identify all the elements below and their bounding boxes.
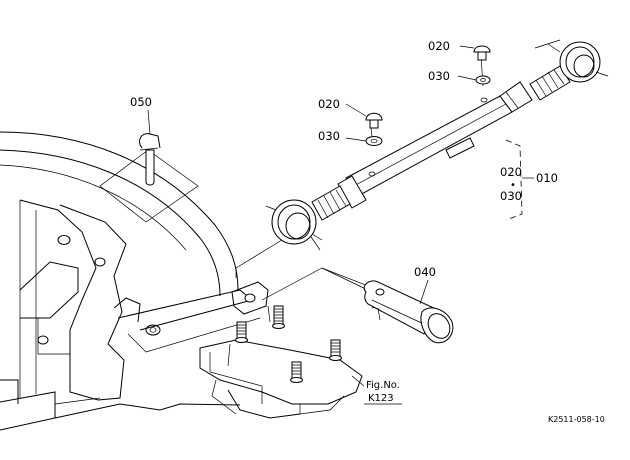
callout-group-dot: • [510,180,516,191]
callout-leaders [147,45,477,387]
top-link-pin-040 [363,280,454,344]
callout-group-030: 030 [500,189,522,203]
callout-030-top: 030 [428,69,450,83]
callout-050: 050 [130,95,152,109]
bolt-020-mid [365,112,383,129]
fig-reference-label: Fig.No. [366,380,400,391]
mounting-studs [235,305,342,383]
lift-arm-bracket [199,305,363,419]
tractor-body [0,131,405,431]
washer-030-mid [365,136,383,146]
assembly-group-bracket [505,139,534,221]
callout-group-020: 020 [500,165,522,179]
fig-reference-number: K123 [368,393,394,404]
linch-pin-050 [139,133,161,186]
callout-030-mid: 030 [318,129,340,143]
bolt-020-top [473,45,491,61]
callout-020-mid: 020 [318,97,340,111]
top-link-assembly [265,41,609,245]
drawing-code: K2511-058-10 [548,415,605,424]
callout-010: 010 [536,171,558,185]
callout-040: 040 [414,265,436,279]
washer-030-top [475,75,491,85]
leader-lines [99,39,561,323]
callout-020-top: 020 [428,39,450,53]
